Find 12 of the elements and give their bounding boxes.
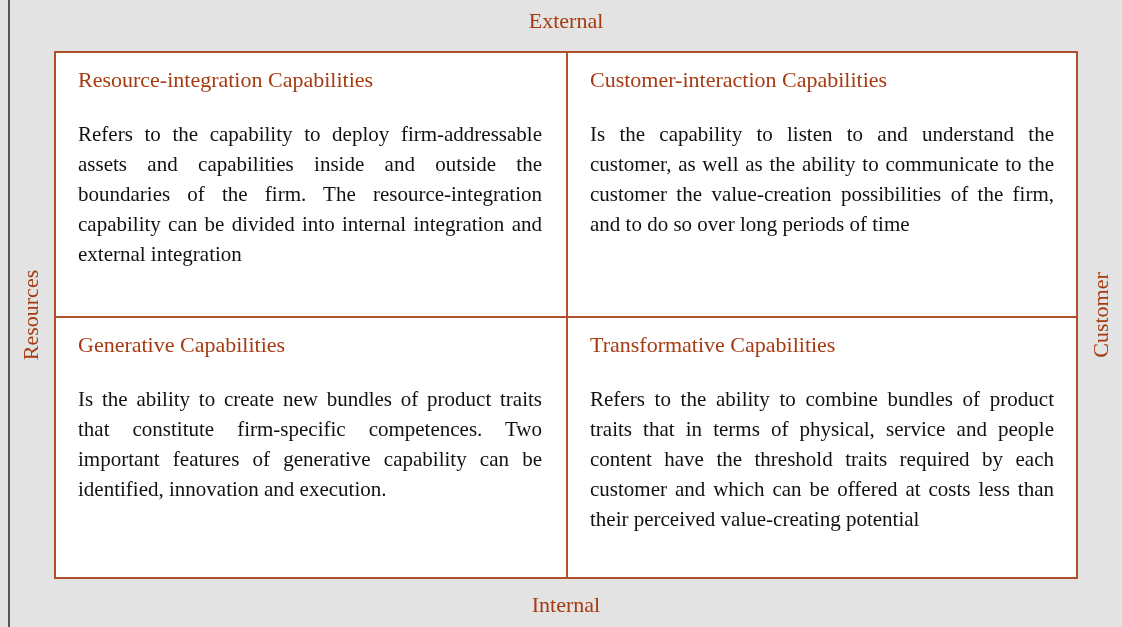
cell-heading: Generative Capabilities — [78, 332, 287, 358]
cell-description: Is the ability to create new bundles of product traits that constitute firm-specific competences. Two important features of generative capability can be identified, innovation and execution. — [78, 386, 542, 503]
axis-label: Customer — [1088, 272, 1114, 358]
axis-label: External — [528, 8, 604, 34]
axis-label: Internal — [531, 592, 601, 618]
cell-heading: Resource-integration Capabilities — [78, 67, 375, 93]
axis-label: Resources — [18, 269, 44, 361]
cell-heading: Customer-interaction Capabilities — [590, 67, 889, 93]
cell-description: Is the capability to listen to and understand the customer, as well as the ability to communicate to the customer the value-creation possibilities of the firm, and to do so over long periods of time — [590, 121, 1054, 238]
cell-description: Refers to the ability to combine bundles of product traits that in terms of physical, service and people content have the threshold traits required by each customer and which can be offered at costs less than their perceived value-creating potential — [590, 386, 1054, 533]
cell-heading: Transformative Capabilities — [590, 332, 837, 358]
cell-description: Refers to the capability to deploy firm-addressable assets and capabilities inside and outside the boundaries of the firm. The resource-integration capability can be divided into internal integration and external integration — [78, 121, 542, 268]
